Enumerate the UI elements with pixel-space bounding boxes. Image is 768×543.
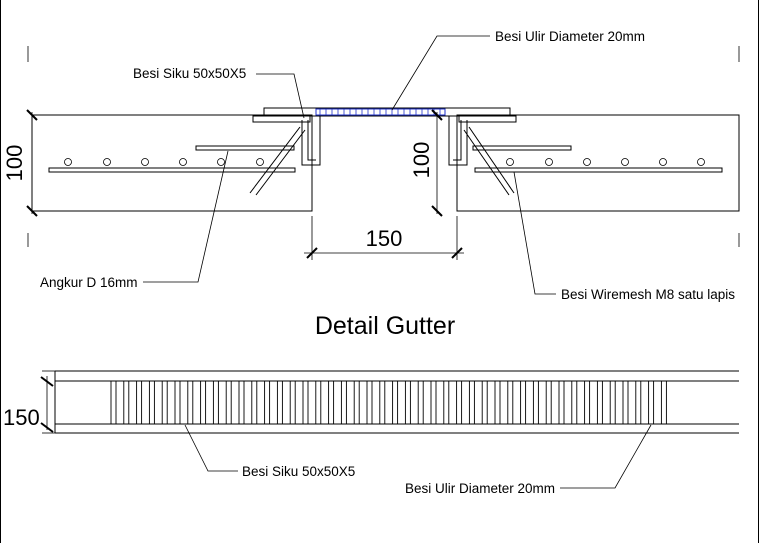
dimension-gap-width: 150 (304, 216, 464, 260)
right-wiremesh-bar (474, 167, 723, 173)
left-wiremesh-bar (48, 167, 296, 173)
label-wiremesh: Besi Wiremesh M8 satu lapis (561, 287, 735, 302)
grating-ticks (319, 109, 441, 115)
dimension-right-height: 100 (409, 109, 443, 217)
plan-grating-bars (110, 381, 667, 424)
left-concrete-slab (31, 114, 313, 212)
dim-plan-150: 150 (3, 405, 40, 430)
section-view (31, 107, 740, 212)
drawing-title: Detail Gutter (315, 312, 455, 340)
leader-wiremesh (513, 171, 556, 295)
right-concrete-slab (456, 114, 740, 212)
label-besi-ulir-top: Besi Ulir Diameter 20mm (495, 29, 645, 44)
left-rebar-circles (64, 158, 264, 166)
label-besi-ulir-bottom: Besi Ulir Diameter 20mm (405, 481, 555, 496)
right-top-bar (472, 145, 572, 151)
dimension-plan-width: 150 (3, 370, 55, 434)
dim-left-100: 100 (2, 145, 27, 182)
left-top-plate (252, 115, 311, 123)
right-anchor-bar (463, 126, 515, 196)
leader-angkur (143, 150, 229, 283)
label-besi-siku-bottom: Besi Siku 50x50X5 (242, 464, 355, 479)
label-besi-siku-top: Besi Siku 50x50X5 (133, 66, 246, 81)
cover-plate (263, 107, 511, 117)
left-anchor-bar (249, 126, 306, 196)
grating-bars (315, 108, 446, 116)
leader-besi-ulir-bottom (560, 424, 652, 489)
dimension-left-height: 100 (2, 109, 38, 217)
right-angle-iron (448, 116, 468, 166)
leader-besi-ulir-top (391, 35, 490, 111)
center-lines (27, 46, 740, 247)
dim-gap-150: 150 (366, 226, 403, 251)
left-top-bar (195, 145, 295, 151)
left-angle-iron (301, 116, 321, 166)
dim-right-100: 100 (409, 142, 434, 179)
plan-view (54, 370, 739, 434)
leader-besi-siku-top (256, 73, 305, 119)
label-angkur: Angkur D 16mm (40, 275, 138, 290)
right-top-plate (458, 115, 517, 123)
right-rebar-circles (506, 158, 705, 166)
leader-besi-siku-bottom (184, 424, 238, 472)
